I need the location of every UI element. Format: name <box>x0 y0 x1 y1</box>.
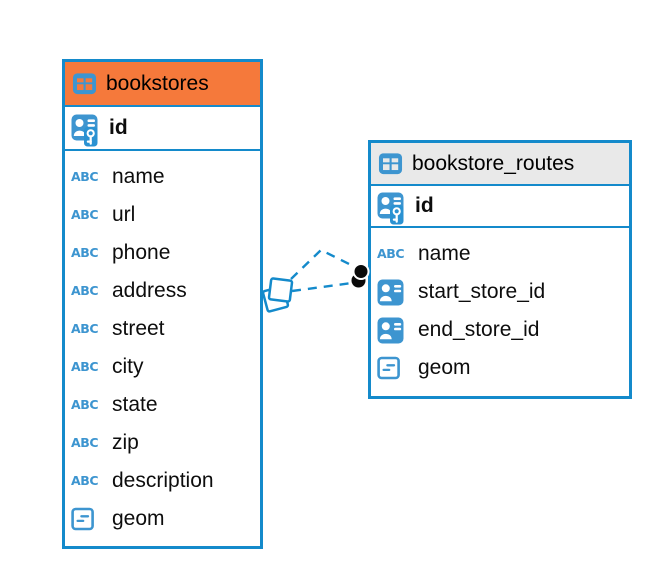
column-name: state <box>112 393 158 416</box>
column-name: start_store_id <box>418 280 546 303</box>
geometry-type-icon <box>71 507 94 531</box>
column-name: phone <box>112 241 171 264</box>
column-row[interactable]: ABC city <box>65 348 260 386</box>
stacked-squares-marker <box>261 277 294 313</box>
column-row[interactable]: ABC url <box>65 196 260 234</box>
text-type-icon: ABC <box>377 245 405 261</box>
column-row[interactable]: geom <box>65 500 260 538</box>
table-grid-icon <box>72 73 97 95</box>
column-name: geom <box>112 507 165 530</box>
reference-type-icon <box>377 279 404 305</box>
table-name: bookstores <box>106 71 209 95</box>
column-list: ABC name start_store_id <box>371 228 629 390</box>
column-name: id <box>109 116 128 139</box>
column-name: street <box>112 317 165 340</box>
person-key-icon <box>377 192 404 225</box>
primary-key-row[interactable]: id <box>65 107 260 151</box>
table-bookstore-routes[interactable]: bookstore_routes id ABC name <box>368 140 632 399</box>
column-row[interactable]: ABC state <box>65 386 260 424</box>
person-key-icon <box>71 114 98 147</box>
stacked-dots-marker <box>351 263 370 288</box>
column-row[interactable]: ABC name <box>65 158 260 196</box>
column-name: id <box>415 194 434 217</box>
column-name: description <box>112 469 214 492</box>
column-name: name <box>418 242 471 265</box>
column-list: ABC name ABC url ABC phone ABC address A… <box>65 151 260 542</box>
column-row[interactable]: ABC address <box>65 272 260 310</box>
table-name: bookstore_routes <box>412 151 575 175</box>
table-header[interactable]: bookstore_routes <box>371 143 629 186</box>
table-grid-icon <box>378 153 403 175</box>
column-row[interactable]: ABC phone <box>65 234 260 272</box>
text-type-icon: ABC <box>71 320 99 336</box>
text-type-icon: ABC <box>71 244 99 260</box>
relationship-line-lower <box>291 281 353 293</box>
text-type-icon: ABC <box>71 472 99 488</box>
column-row[interactable]: end_store_id <box>371 311 629 349</box>
primary-key-row[interactable]: id <box>371 186 629 228</box>
column-name: city <box>112 355 144 378</box>
reference-type-icon <box>377 317 404 343</box>
column-row[interactable]: ABC description <box>65 462 260 500</box>
column-name: geom <box>418 356 471 379</box>
column-row[interactable]: ABC zip <box>65 424 260 462</box>
column-name: address <box>112 279 187 302</box>
column-row[interactable]: ABC name <box>371 235 629 273</box>
relationship-line-upper <box>290 248 358 280</box>
text-type-icon: ABC <box>71 206 99 222</box>
text-type-icon: ABC <box>71 168 99 184</box>
table-bookstores[interactable]: bookstores id ABC name ABC <box>62 59 263 549</box>
text-type-icon: ABC <box>71 434 99 450</box>
text-type-icon: ABC <box>71 358 99 374</box>
geometry-type-icon <box>377 356 400 380</box>
table-header[interactable]: bookstores <box>65 62 260 107</box>
column-row[interactable]: start_store_id <box>371 273 629 311</box>
column-row[interactable]: ABC street <box>65 310 260 348</box>
column-name: url <box>112 203 136 226</box>
column-row[interactable]: geom <box>371 349 629 387</box>
text-type-icon: ABC <box>71 282 99 298</box>
column-name: zip <box>112 431 139 454</box>
text-type-icon: ABC <box>71 396 99 412</box>
column-name: end_store_id <box>418 318 540 341</box>
column-name: name <box>112 165 165 188</box>
